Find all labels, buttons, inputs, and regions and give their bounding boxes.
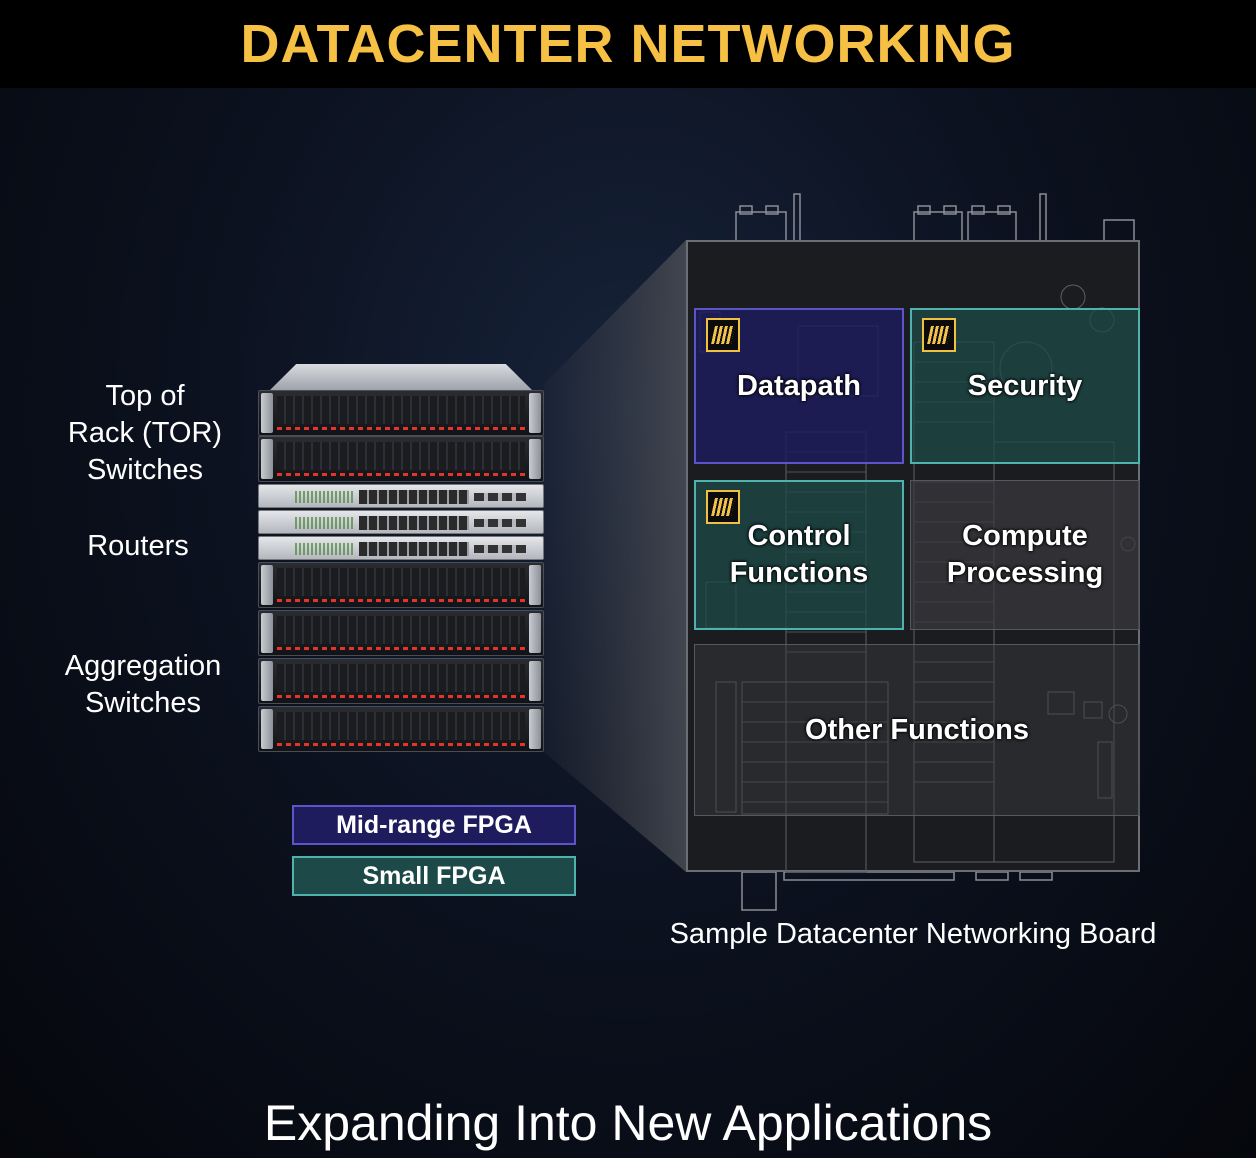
region-control-functions: Control Functions [694, 480, 904, 630]
title-bar: DATACENTER NETWORKING [0, 0, 1256, 88]
region-other-label: Other Functions [805, 713, 1029, 746]
region-datapath-label: Datapath [736, 369, 862, 402]
region-datapath: Datapath [694, 308, 904, 464]
footer-tagline: Expanding Into New Applications [263, 1095, 993, 1151]
fpga-chip-icon [706, 490, 740, 524]
region-compute-processing: Compute Processing [910, 480, 1140, 630]
aggregation-switch-unit [258, 610, 544, 656]
page-title: DATACENTER NETWORKING [240, 14, 1016, 74]
region-compute-label: Compute Processing [946, 520, 1104, 589]
legend-mid-range-fpga: Mid-range FPGA [292, 805, 576, 845]
routers-label: Routers [87, 530, 189, 562]
tor-switches-label: Top of Rack (TOR) Switches [67, 380, 223, 486]
aggregation-switch-unit [258, 706, 544, 752]
fpga-chip-icon [922, 318, 956, 352]
board-caption: Sample Datacenter Networking Board [669, 918, 1157, 950]
aggregation-switches-label: Aggregation Switches [64, 650, 222, 719]
legend-small-fpga: Small FPGA [292, 856, 576, 896]
aggregation-switch-unit [258, 562, 544, 608]
aggregation-switch-unit [258, 658, 544, 704]
server-rack [258, 364, 544, 754]
tor-switch-unit [258, 436, 544, 482]
router-unit [258, 484, 544, 508]
legend-small-label: Small FPGA [362, 861, 506, 890]
legend-mid-range-label: Mid-range FPGA [336, 810, 532, 839]
region-security: Security [910, 308, 1140, 464]
region-other-functions: Other Functions [694, 644, 1140, 816]
router-unit [258, 536, 544, 560]
fpga-chip-icon [706, 318, 740, 352]
tor-switch-unit [258, 390, 544, 436]
networking-board: Datapath Security Control Functions Comp… [686, 240, 1140, 873]
rack-top-cover [270, 364, 532, 390]
region-security-label: Security [967, 369, 1083, 402]
router-unit [258, 510, 544, 534]
region-control-label: Control Functions [729, 520, 869, 589]
